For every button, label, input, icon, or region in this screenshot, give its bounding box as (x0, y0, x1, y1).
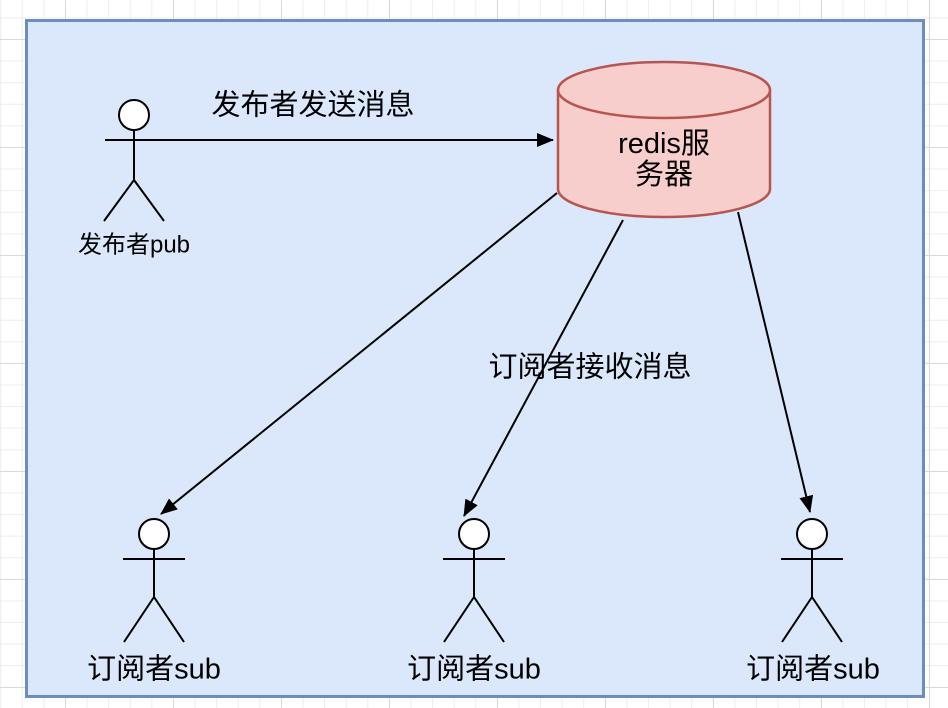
subscriber-label-1[interactable]: 订阅者sub (87, 653, 221, 686)
actor-head (138, 518, 170, 550)
subscriber-actor-1[interactable] (123, 518, 185, 643)
actor-left-leg (443, 596, 475, 643)
publisher-label[interactable]: 发布者pub (77, 231, 191, 259)
actor-head (118, 99, 150, 131)
actor-right-leg (133, 179, 165, 222)
receive-message-label[interactable]: 订阅者接收消息 (488, 351, 692, 384)
actor-head (458, 518, 490, 550)
subscribe-arrow-3[interactable] (737, 211, 814, 513)
actor-head (796, 518, 828, 550)
subscribe-arrow-2[interactable] (463, 219, 624, 517)
actor-left-leg (103, 179, 135, 222)
subscriber-actor-3[interactable] (781, 518, 843, 643)
subscriber-label-2[interactable]: 订阅者sub (407, 653, 541, 686)
actor-left-leg (781, 596, 813, 643)
subscriber-label-3[interactable]: 订阅者sub (746, 653, 880, 686)
subscriber-actor-2[interactable] (443, 518, 505, 643)
actor-right-leg (473, 596, 505, 643)
redis-server-cylinder[interactable] (556, 60, 772, 219)
redis-server-label[interactable]: redis服 务器 (618, 128, 710, 191)
actor-right-leg (811, 596, 843, 643)
publish-message-label[interactable]: 发布者发送消息 (211, 89, 415, 122)
cylinder-body (556, 88, 772, 219)
cylinder-top (556, 60, 772, 120)
subscribe-arrow-1[interactable] (160, 192, 558, 515)
actor-right-leg (153, 596, 185, 643)
actor-left-leg (123, 596, 155, 643)
publisher-actor[interactable] (103, 99, 165, 222)
